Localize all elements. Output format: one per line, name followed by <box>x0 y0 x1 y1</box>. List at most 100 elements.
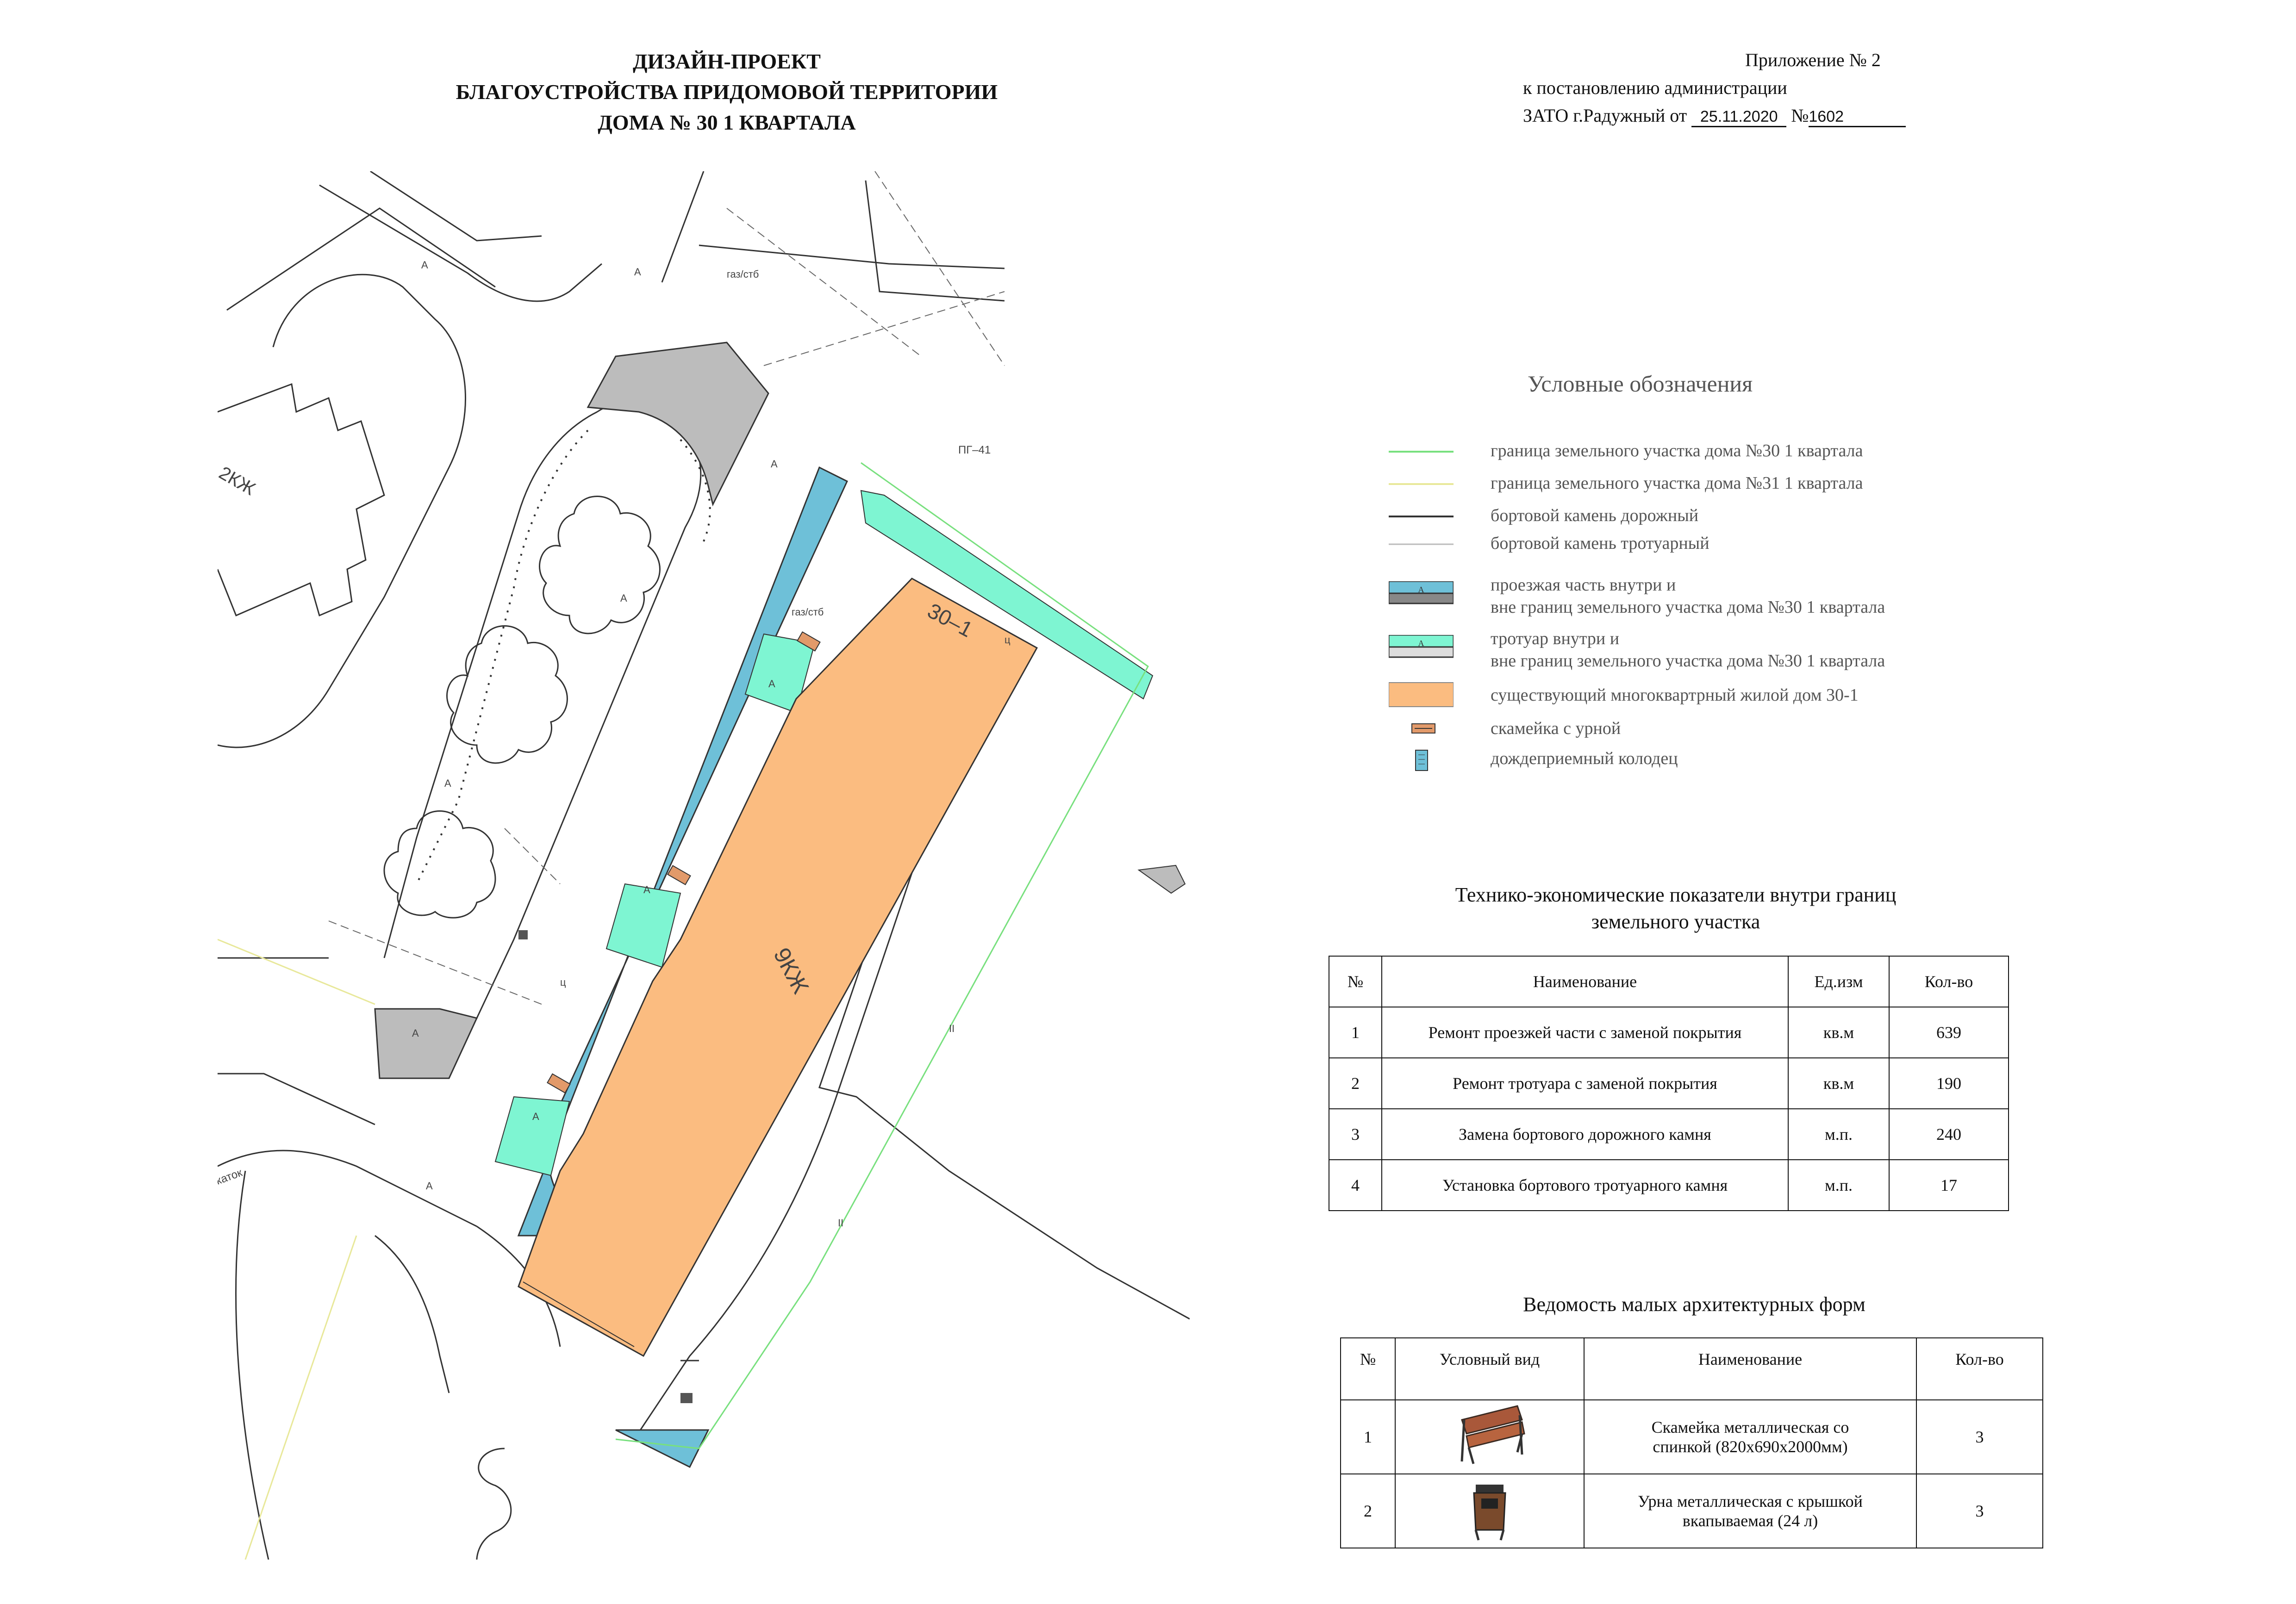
context-outlines <box>218 171 1190 1560</box>
gray-paved-area-north <box>586 342 769 507</box>
boundary-plot-31-south <box>244 1235 357 1560</box>
cell-number: 3 <box>1329 1108 1382 1160</box>
label-ii: II <box>838 1217 843 1229</box>
legend-text: граница земельного участка дома №31 1 кв… <box>1491 473 1863 493</box>
cell-unit: м.п. <box>1788 1159 1890 1211</box>
cell-quantity: 3 <box>1916 1399 2043 1474</box>
table-row: 2 Ремонт тротуара с заменой покрытия кв.… <box>1329 1057 2009 1109</box>
yellow-line-icon <box>1389 483 1454 485</box>
label-a: А <box>643 884 650 895</box>
label-pg41: ПГ–41 <box>958 444 991 456</box>
legend-text: существующий многоквартрный жилой дом 30… <box>1491 685 1859 705</box>
cell-quantity: 190 <box>1889 1057 2009 1109</box>
cell-name: Установка бортового тротуарного камня <box>1381 1159 1789 1211</box>
legend-item-roadway: А проезжая часть внутри и вне границ зем… <box>1389 574 2083 618</box>
sidewalk-swatch-icon: А <box>1389 635 1454 658</box>
roadway-swatch-mark: А <box>1418 585 1424 594</box>
tech-title-line-2: земельного участка <box>1591 910 1760 933</box>
site-plan-map: 30–1 9КЖ 2КЖ ПГ–41 газ/стб газ/стб каток… <box>218 171 1190 1560</box>
title-line-2: БЛАГОУСТРОЙСТВА ПРИДОМОВОЙ ТЕРРИТОРИИ <box>455 80 998 104</box>
cell-name: Ремонт проезжей части с заменой покрытия <box>1381 1007 1789 1058</box>
rain-well-icon <box>680 1393 693 1403</box>
trash-bin-icon <box>1473 1485 1506 1541</box>
legend-text: дождеприемный колодец <box>1491 749 1678 768</box>
col-header-name: Наименование <box>1584 1337 1917 1400</box>
legend-item-rain-well: дождеприемный колодец <box>1389 747 2083 780</box>
legend-item-sidewalk: А тротуар внутри и вне границ земельного… <box>1389 628 2083 672</box>
gray-line-icon <box>1389 543 1454 545</box>
label-a: А <box>444 777 451 789</box>
rain-well-icon <box>1415 750 1428 771</box>
cell-quantity: 17 <box>1889 1159 2009 1211</box>
appendix-num: 1602 <box>1809 107 1906 127</box>
legend-text: бортовой камень тротуарный <box>1491 534 1710 553</box>
cell-view <box>1395 1473 1585 1548</box>
cell-name-line-1: Скамейка металлическая со <box>1651 1418 1849 1436</box>
boundary-plot-30 <box>615 462 1149 1449</box>
table-row: 3 Замена бортового дорожного камня м.п. … <box>1329 1108 2009 1160</box>
col-header-unit: Ед.изм <box>1788 956 1890 1007</box>
bench-icon <box>1411 723 1435 734</box>
cell-name: Замена бортового дорожного камня <box>1381 1108 1789 1160</box>
col-header-number: № <box>1340 1337 1396 1400</box>
title-line-3: ДОМА № 30 1 КВАРТАЛА <box>598 111 856 134</box>
table-header-row: № Условный вид Наименование Кол-во <box>1340 1337 2043 1400</box>
label-ii: II <box>949 1023 955 1034</box>
label-a: А <box>426 1180 433 1192</box>
cell-unit: м.п. <box>1788 1108 1890 1160</box>
cell-unit: кв.м <box>1788 1057 1890 1109</box>
building-swatch-icon <box>1389 682 1454 707</box>
legend-text: бортовой камень дорожный <box>1491 506 1699 525</box>
label-a: А <box>620 592 627 604</box>
cell-number: 1 <box>1329 1007 1382 1058</box>
label-c: ц <box>1004 634 1011 646</box>
cell-name: Скамейка металлическая со спинкой (820х6… <box>1584 1399 1917 1474</box>
label-a: А <box>771 458 778 470</box>
legend-text: вне границ земельного участка дома №30 1… <box>1491 597 1885 617</box>
black-line-icon <box>1389 516 1454 517</box>
col-header-name: Наименование <box>1381 956 1789 1007</box>
col-header-quantity: Кол-во <box>1889 956 2009 1007</box>
legend-item-bench: скамейка с урной <box>1389 717 2083 750</box>
label-a: А <box>421 259 428 271</box>
cell-unit: кв.м <box>1788 1007 1890 1058</box>
cell-quantity: 240 <box>1889 1108 2009 1160</box>
cell-number: 2 <box>1340 1473 1396 1548</box>
cell-number: 4 <box>1329 1159 1382 1211</box>
appendix-block: Приложение № 2 к постановлению администр… <box>1523 46 1940 130</box>
table-row: 1 Скамейка металлическая со спинкой (820… <box>1340 1399 2043 1474</box>
legend-text: вне границ земельного участка дома №30 1… <box>1491 651 1885 671</box>
roadway-swatch-icon: А <box>1389 581 1454 604</box>
sidewalk-swatch-mark: А <box>1418 639 1424 648</box>
label-gaz-stb-1: газ/стб <box>727 268 759 280</box>
title-line-1: ДИЗАЙН-ПРОЕКТ <box>633 50 821 73</box>
tech-indicators-table: № Наименование Ед.изм Кол-во 1 Ремонт пр… <box>1329 956 2009 1211</box>
cell-view <box>1395 1399 1585 1474</box>
cell-name: Ремонт тротуара с заменой покрытия <box>1381 1057 1789 1109</box>
table-row: 1 Ремонт проезжей части с заменой покрыт… <box>1329 1007 2009 1058</box>
legend-text: граница земельного участка дома №30 1 кв… <box>1491 441 1863 460</box>
col-header-quantity: Кол-во <box>1916 1337 2043 1400</box>
label-2kzh: 2КЖ <box>218 463 259 499</box>
green-line-icon <box>1389 451 1454 453</box>
building-30-1 <box>518 578 1038 1357</box>
project-title: ДИЗАЙН-ПРОЕКТ БЛАГОУСТРОЙСТВА ПРИДОМОВОЙ… <box>352 46 1102 138</box>
cell-quantity: 3 <box>1916 1473 2043 1548</box>
cell-name-line-2: спинкой (820х690х2000мм) <box>1653 1437 1848 1456</box>
sidewalk-pad-2 <box>605 883 681 968</box>
cell-number: 2 <box>1329 1057 1382 1109</box>
legend-item-sidewalk-curb: бортовой камень тротуарный <box>1389 532 2083 565</box>
cell-name-line-2: вкапываемая (24 л) <box>1682 1511 1818 1530</box>
cell-name: Урна металлическая с крышкой вкапываемая… <box>1584 1473 1917 1548</box>
legend-item-boundary-30: граница земельного участка дома №30 1 кв… <box>1389 440 2083 472</box>
legend-text: тротуар внутри и <box>1491 629 1620 648</box>
label-a: А <box>768 678 775 690</box>
legend-item-building: существующий многоквартрный жилой дом 30… <box>1389 680 2083 713</box>
bench-icon <box>667 865 691 885</box>
cell-number: 1 <box>1340 1399 1396 1474</box>
legend-text: скамейка с урной <box>1491 719 1621 738</box>
cell-name-line-1: Урна металлическая с крышкой <box>1638 1492 1863 1511</box>
appendix-decree: к постановлению администрации <box>1523 77 1787 98</box>
gray-paved-area-west <box>374 1008 478 1079</box>
bench-icon <box>1460 1405 1525 1464</box>
